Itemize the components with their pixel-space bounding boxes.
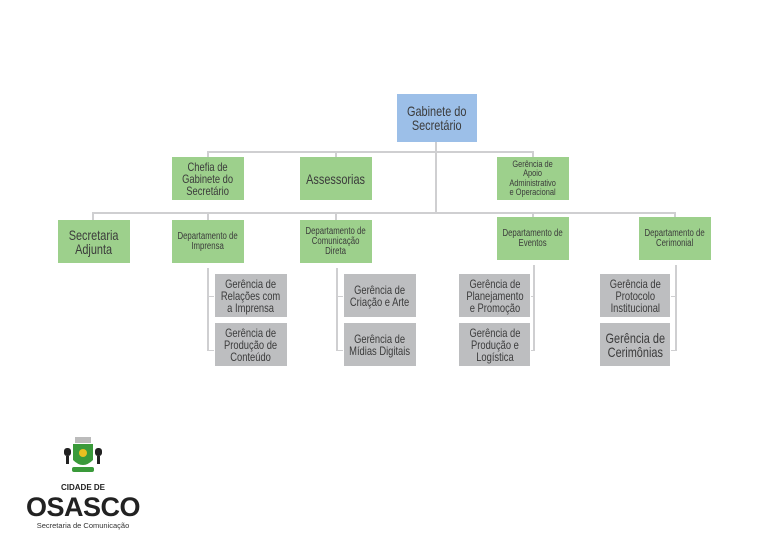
- connector: [335, 212, 337, 220]
- node-gerencia-criacao-arte: Gerência de Criação e Arte: [344, 274, 416, 317]
- connector: [675, 265, 677, 351]
- osasco-logo: CIDADE DE OSASCO Secretaria de Comunicaç…: [18, 436, 148, 531]
- connector: [207, 296, 214, 297]
- node-departamento-imprensa: Departamento de Imprensa: [172, 220, 244, 263]
- connector: [532, 212, 534, 217]
- connector: [336, 350, 343, 351]
- connector: [531, 296, 533, 297]
- logo-department: Secretaria de Comunicação: [36, 521, 130, 530]
- node-gerencia-midias-digitais: Gerência de Mídias Digitais: [344, 323, 416, 366]
- node-departamento-eventos: Departamento de Eventos: [497, 217, 569, 260]
- node-gerencia-cerimonias: Gerência de Cerimônias: [600, 323, 670, 366]
- connector: [207, 350, 214, 351]
- connector: [207, 151, 534, 153]
- node-assessorias: Assessorias: [300, 157, 372, 200]
- node-gerencia-protocolo: Gerência de Protocolo Institucional: [600, 274, 670, 317]
- logo-city-prefix: CIDADE DE: [60, 483, 105, 492]
- node-gabinete-secretario: Gabinete do Secretário: [397, 94, 477, 142]
- connector: [92, 212, 676, 214]
- connector: [336, 268, 338, 351]
- node-secretaria-adjunta: Secretaria Adjunta: [58, 220, 130, 263]
- connector: [671, 296, 675, 297]
- node-gerencia-planejamento-promocao: Gerência de Planejamento e Promoção: [459, 274, 530, 317]
- logo-city-name: OSASCO: [25, 492, 141, 522]
- node-departamento-comunicacao: Departamento de Comunicação Direta: [300, 220, 372, 263]
- connector: [207, 212, 209, 220]
- connector: [207, 268, 209, 351]
- node-gerencia-relacoes-imprensa: Gerência de Relações com a Imprensa: [215, 274, 287, 317]
- connector: [335, 151, 337, 157]
- node-departamento-cerimonial: Departamento de Cerimonial: [639, 217, 711, 260]
- coat-of-arms-icon: [64, 437, 102, 472]
- connector: [533, 265, 535, 351]
- node-gerencia-producao-logistica: Gerência de Produção e Logística: [459, 323, 530, 366]
- connector: [207, 151, 209, 157]
- connector: [532, 151, 534, 157]
- connector: [92, 212, 94, 220]
- connector: [674, 212, 676, 217]
- connector: [435, 142, 437, 213]
- node-gerencia-producao-conteudo: Gerência de Produção de Conteúdo: [215, 323, 287, 366]
- connector: [671, 350, 675, 351]
- connector: [531, 350, 533, 351]
- node-gerencia-apoio: Gerência de Apoio Administrativo e Opera…: [497, 157, 569, 200]
- node-chefia-gabinete: Chefia de Gabinete do Secretário: [172, 157, 244, 200]
- connector: [336, 296, 343, 297]
